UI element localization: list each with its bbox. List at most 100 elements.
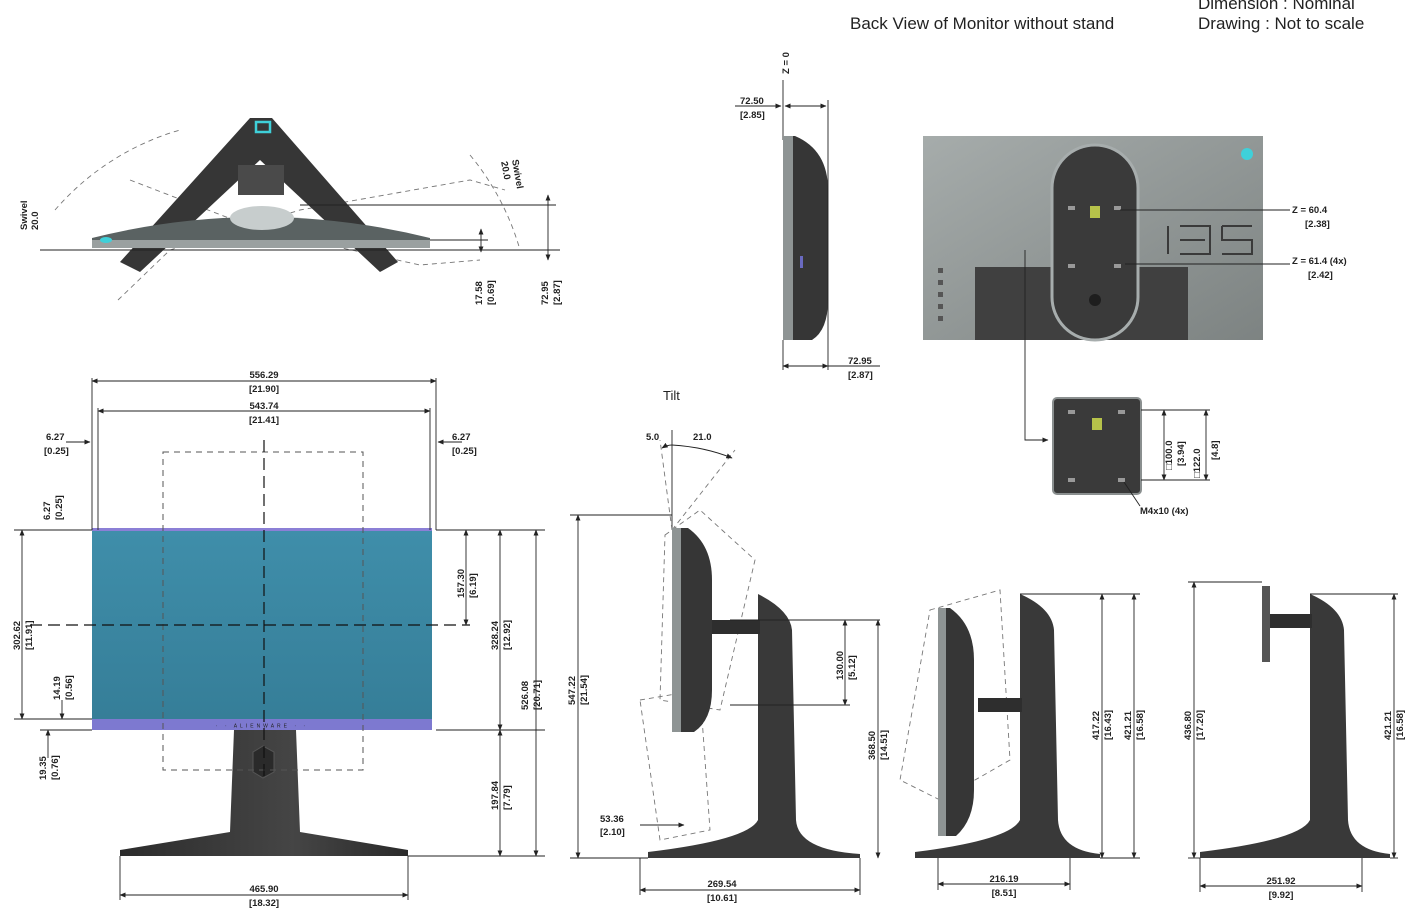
dim-value-inch: [8.51]	[992, 888, 1017, 899]
dim-value: 53.36	[600, 814, 624, 825]
dim-value-inch: [2.85]	[740, 110, 765, 121]
angle-arc	[661, 442, 673, 449]
screw-hole-icon	[1114, 264, 1121, 268]
accent-light-icon	[100, 237, 112, 243]
dim-value-inch: [0.25]	[54, 495, 65, 520]
dim-value-inch: [0.25]	[452, 446, 477, 457]
screen	[92, 530, 432, 730]
callout-z-60-inch: [2.38]	[1305, 219, 1330, 230]
height-adjust-ghost	[162, 451, 364, 771]
vesa-detail: □100.0 [3.94] □122.0 [4.8] M4x10 (4x)	[1052, 397, 1221, 517]
callout-z-61: Z = 61.4 (4x)	[1292, 256, 1347, 267]
dim-value: 421.21	[1383, 710, 1394, 740]
back-view: Z = 60.4 [2.38] Z = 61.4 (4x) [2.42]	[923, 136, 1347, 443]
dim-value: 556.29	[249, 370, 278, 381]
dim-value-inch: [2.10]	[600, 827, 625, 838]
dim-value: 72.50	[740, 96, 764, 107]
dim-value-inch: [3.94]	[1176, 441, 1187, 466]
vesa-dome-top	[230, 206, 294, 230]
z-zero-label: Z = 0	[781, 52, 792, 74]
button-column	[938, 268, 943, 321]
vesa-label-sticker	[1092, 418, 1102, 430]
display-bezel-top	[92, 240, 430, 248]
dim-value-inch: [9.92]	[1269, 890, 1294, 901]
tilt-forward-angle: 21.0	[693, 432, 712, 443]
dim-value-inch: [14.51]	[879, 730, 890, 760]
dim-value-inch: [2.87]	[552, 280, 563, 305]
dim-value-inch: [16.58]	[1135, 710, 1146, 740]
vesa-mount-oval	[1050, 143, 1140, 342]
dim-value-inch: [21.41]	[249, 415, 279, 426]
height-ghost-outline	[899, 589, 1011, 801]
dim-value-inch: [21.54]	[579, 675, 590, 705]
swivel-right-label: Swivel20.0	[498, 159, 525, 192]
screw-hole-icon	[1068, 478, 1075, 482]
swivel-left-label: Swivel20.0	[19, 200, 41, 230]
dim-value: □122.0	[1192, 448, 1203, 478]
dimension-note: Dimension : Nominal	[1198, 0, 1355, 13]
side-view-mid: 417.22 [16.43] 421.21 [16.58] 216.19 [8.…	[899, 589, 1146, 899]
drawing-note: Drawing : Not to scale	[1198, 14, 1365, 33]
accent-light-icon	[254, 120, 272, 134]
dim-value-inch: [2.87]	[848, 370, 873, 381]
dim-value: 543.74	[249, 401, 279, 412]
dim-value: 17.58	[474, 281, 485, 305]
screw-hole-icon	[1068, 264, 1075, 268]
dim-value-inch: [4.8]	[1210, 440, 1221, 460]
dim-value-inch: [12.92]	[502, 620, 513, 650]
monitor-panel-side	[783, 136, 793, 340]
stand-side	[1200, 594, 1390, 858]
stand-base-top	[120, 118, 398, 272]
dim-value-inch: [21.90]	[249, 384, 279, 395]
port-marker	[800, 256, 803, 268]
dim-value-inch: [0.76]	[50, 755, 61, 780]
callout-line	[1123, 481, 1141, 507]
callout-z-60: Z = 60.4	[1292, 205, 1328, 216]
monitor-panel-side	[938, 608, 946, 836]
dim-value-inch: [6.19]	[468, 573, 479, 598]
front-view: · · ALIENWARE · · 556.29 [21.90]	[12, 370, 545, 909]
dim-value-inch: [17.20]	[1195, 710, 1206, 740]
tilt-label: Tilt	[663, 388, 680, 403]
dim-value-inch: [10.61]	[707, 893, 737, 904]
screw-hole-icon	[1118, 478, 1125, 482]
mount-bracket	[1262, 586, 1270, 662]
model-number-emboss	[1167, 225, 1253, 255]
dim-value: 6.27	[452, 432, 471, 443]
dim-value: 157.30	[456, 569, 467, 598]
detail-leader	[1024, 250, 1049, 443]
stand-arm	[978, 698, 1022, 712]
cable-hole-icon	[1089, 294, 1101, 306]
hex-cable-hole-icon	[252, 745, 275, 779]
swivel-ghost-outline	[117, 179, 506, 301]
tilt-back-line	[659, 439, 673, 531]
dim-value-inch: [20.71]	[532, 680, 543, 710]
dim-value-inch: [7.79]	[502, 785, 513, 810]
stand-side	[915, 594, 1100, 858]
screw-hole-icon	[1118, 410, 1125, 414]
dim-value: 465.90	[249, 884, 278, 895]
dim-value: 72.95	[540, 281, 551, 305]
tilt-forward-line	[671, 449, 736, 531]
dim-value: □100.0	[1164, 440, 1175, 470]
dim-value: 417.22	[1091, 711, 1102, 740]
dim-value: 19.35	[38, 756, 49, 780]
dim-value: 302.62	[12, 621, 23, 650]
swivel-ghost-outline	[129, 179, 481, 266]
dim-value: 72.95	[848, 356, 872, 367]
dim-value: 14.19	[52, 676, 63, 700]
monitor-body-side	[672, 528, 712, 732]
back-view-title: Back View of Monitor without stand	[850, 14, 1115, 33]
dim-value: 197.84	[490, 780, 501, 810]
stand-arm	[1270, 614, 1312, 628]
dim-value: 526.08	[520, 681, 531, 710]
monitor-panel-side	[672, 528, 681, 732]
dim-value: 269.54	[707, 879, 737, 890]
angle-arc	[671, 444, 733, 459]
dim-value: 421.21	[1123, 710, 1134, 740]
dim-value-inch: [5.12]	[847, 655, 858, 680]
stand-arm	[712, 620, 760, 634]
vesa-label-sticker	[1090, 206, 1100, 218]
dim-value-inch: [16.58]	[1395, 710, 1406, 740]
